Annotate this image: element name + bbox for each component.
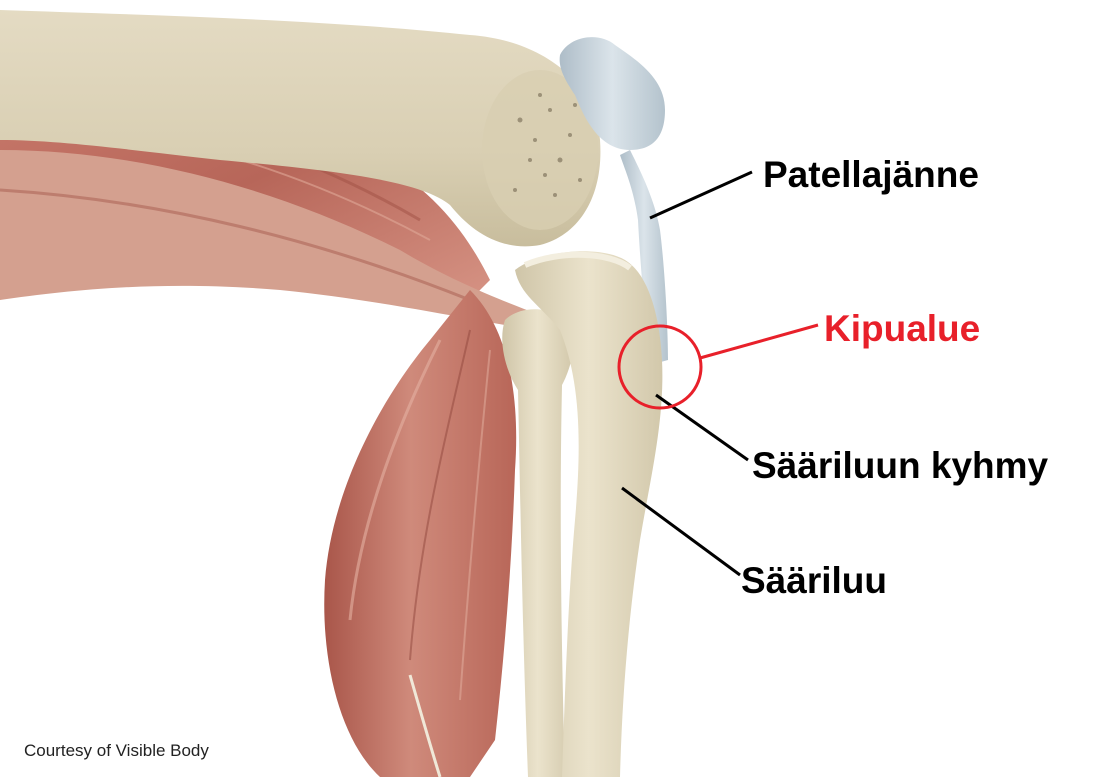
fibula xyxy=(502,309,573,777)
label-pain-area: Kipualue xyxy=(824,310,980,347)
image-credit: Courtesy of Visible Body xyxy=(24,741,209,761)
leader-line-patellajanne xyxy=(650,172,752,218)
label-patellar-tendon: Patellajänne xyxy=(763,156,979,193)
leader-line-kipualue xyxy=(700,325,818,358)
leader-line-kyhmy xyxy=(656,395,748,460)
label-tibial-tuberosity: Sääriluun kyhmy xyxy=(752,447,1048,484)
label-tibia: Sääriluu xyxy=(741,562,887,599)
calf-muscle xyxy=(324,290,516,777)
